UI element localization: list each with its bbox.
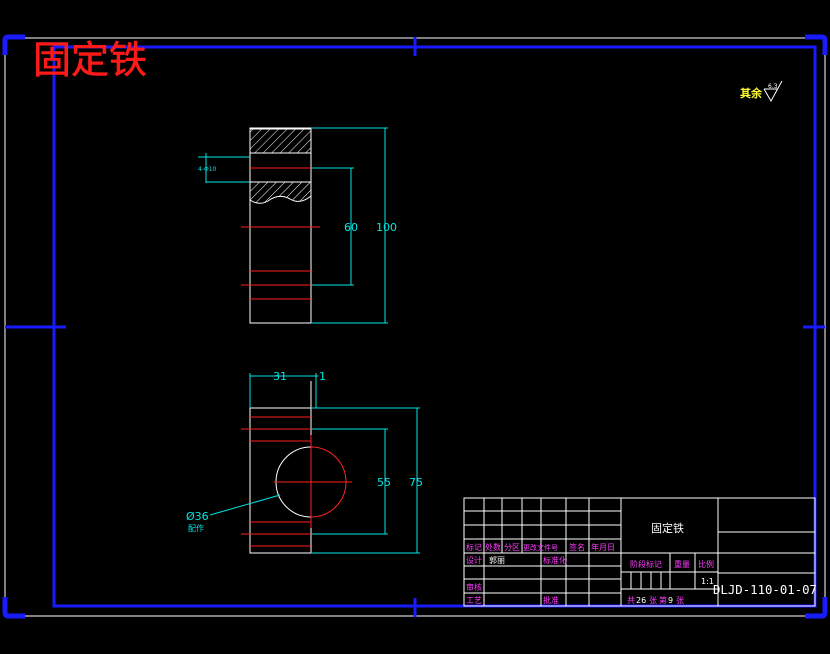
top-dim-width-label: 31 (273, 370, 287, 383)
tb-approve-label: 批准 (543, 595, 559, 605)
bore-leader (209, 494, 281, 516)
front-view: 100 60 4-Φ10 (198, 127, 397, 324)
tb-stage-label: 阶段标记 (630, 559, 662, 569)
tb-sheet-index: 9 (668, 596, 673, 605)
tb-designer: 郭丽 (489, 555, 505, 565)
tb-process-label: 工艺 (466, 596, 482, 605)
corner-mark-bottom-left (2, 597, 25, 619)
corner-mark-bottom-right (805, 597, 828, 619)
bore-dia-label: Ø36 (186, 510, 209, 523)
top-dim-gap-label: 1 (319, 370, 326, 383)
title-block-frame (463, 497, 816, 607)
tb-sheet-total: 26 (636, 596, 646, 605)
roughness-label: 其余 (740, 86, 763, 100)
top-view: 31 1 55 75 Ø36 配作 (186, 370, 423, 554)
corner-mark-top-left (2, 34, 25, 55)
title-stamp: 固定铁 (33, 38, 147, 82)
top-body (249, 407, 312, 554)
bore-note: 配作 (188, 523, 204, 533)
tb-sheet-total-unit: 张 (649, 596, 657, 605)
front-hatch-top (249, 128, 312, 154)
tb-weight-label: 重量 (674, 559, 690, 569)
front-dim-inner-label: 60 (344, 221, 358, 234)
tb-sheet-index-prefix: 第 (659, 595, 667, 605)
front-hole-note: 4-Φ10 (198, 166, 217, 173)
tb-design-label: 设计 (466, 555, 482, 565)
tb-sheet-total-prefix: 共 (627, 596, 635, 605)
front-body (249, 127, 312, 324)
tb-header-sign: 签名 (569, 542, 585, 552)
outer-frame (4, 37, 826, 617)
tb-review-label: 审核 (466, 582, 482, 592)
tb-scale-value: 1:1 (701, 577, 714, 586)
tb-header-date: 年月日 (591, 542, 615, 552)
roughness-symbol: 其余 6.3 (740, 80, 783, 103)
tb-drawing-number: DLJD-110-01-07 (713, 583, 817, 597)
tb-header-count: 处数 (485, 542, 501, 552)
drawing-border (52, 45, 817, 608)
tb-scale-label: 比例 (698, 559, 714, 569)
top-dim-outer-label: 75 (409, 476, 423, 489)
title-block: 固定铁 标记 处数 分区 更改文件号 签名 年月日 设计 郭丽 标准化 审核 工… (463, 497, 817, 607)
roughness-check-icon (763, 80, 783, 103)
tb-part-name: 固定铁 (651, 521, 684, 535)
roughness-value: 6.3 (768, 83, 778, 90)
tb-standard-label: 标准化 (543, 555, 567, 565)
front-dim-outer-label: 100 (376, 221, 397, 234)
top-dim-inner-label: 55 (377, 476, 391, 489)
front-hatch-break (249, 181, 312, 204)
tb-header-mark: 标记 (466, 542, 482, 552)
tb-sheet-index-unit: 张 (676, 596, 684, 605)
tb-header-change-doc: 更改文件号 (523, 543, 558, 552)
tb-header-zone: 分区 (504, 543, 520, 552)
corner-mark-top-right (805, 34, 828, 55)
